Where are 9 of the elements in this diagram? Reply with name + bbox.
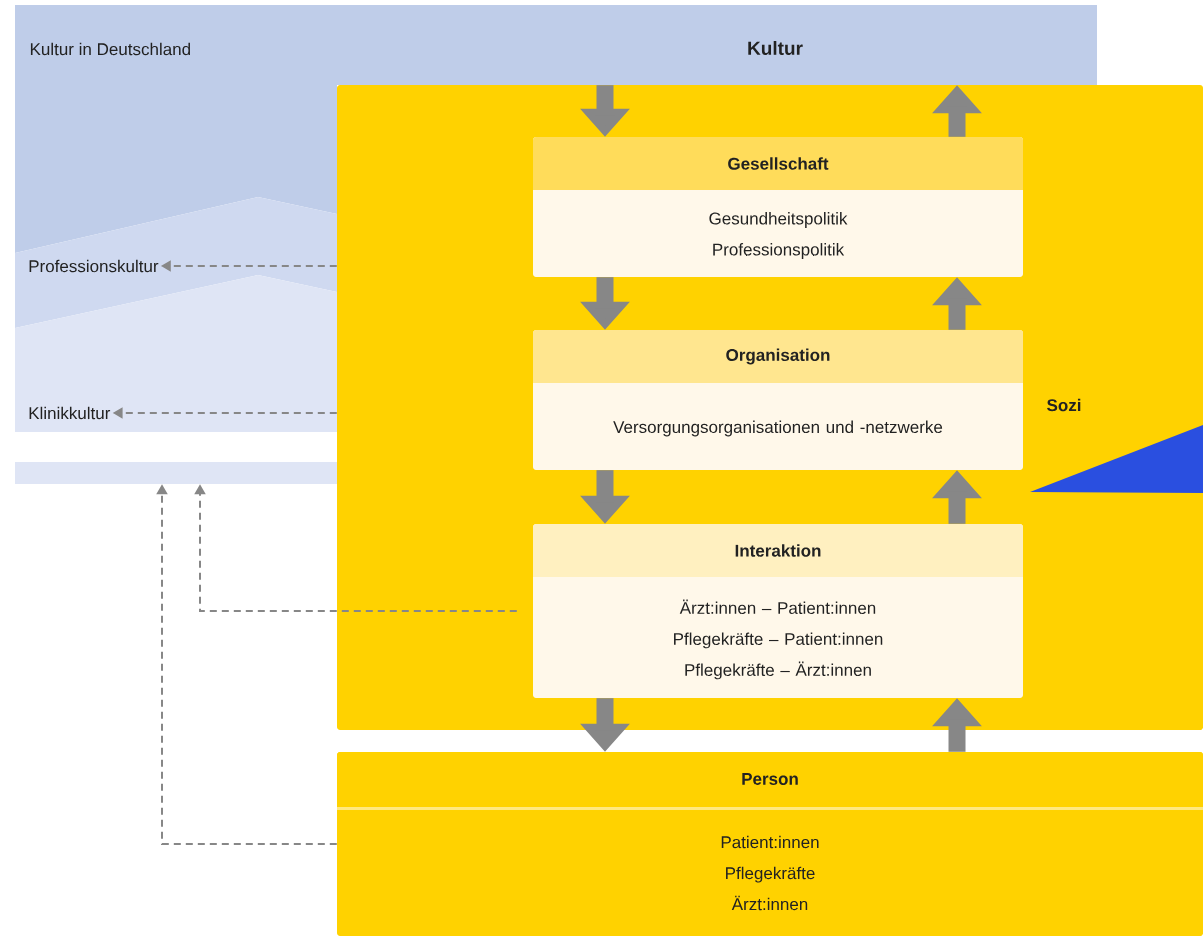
band-label: Professionskultur <box>29 259 159 273</box>
stacked-box: Person Patient:innen Pflegekräfte Ärzt:innen <box>337 752 1203 936</box>
triangle-shape <box>1030 425 1203 493</box>
band-label: Klinikkultur <box>29 406 111 420</box>
region-strip <box>15 462 337 484</box>
stacked-box: Gesellschaft Gesundheitspolitik Professionspolitik <box>533 137 1023 277</box>
stacked-box: Interaktion Ärzt:innen – Patient:innen Pflegekräfte – Patient:innen Pflegekräfte – Ärzt:innen <box>533 524 1023 698</box>
region-band: Kultur in Deutschland Kultur <box>15 5 1097 85</box>
stacked-box: Organisation Versorgungsorganisationen und -netzwerke <box>533 330 1023 470</box>
